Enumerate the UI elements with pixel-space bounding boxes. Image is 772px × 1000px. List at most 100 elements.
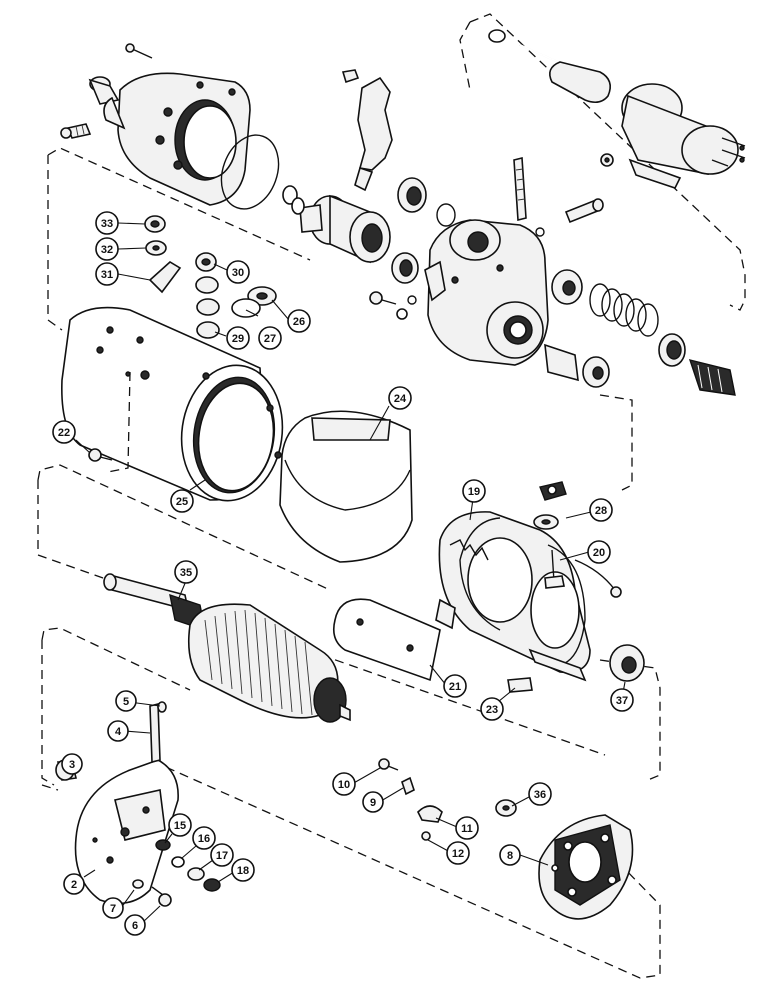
end-plate-fastener-15 <box>155 839 171 851</box>
callout-8: 8 <box>499 844 521 866</box>
frame-screw <box>88 448 113 462</box>
callout-2-label: 2 <box>71 879 77 891</box>
collar-washer <box>391 252 419 284</box>
terminal-stud-nut <box>539 481 567 501</box>
end-plate-screw <box>151 886 172 907</box>
callout-6: 6 <box>124 914 146 936</box>
callout-6-label: 6 <box>132 920 138 932</box>
callout-7-label: 7 <box>110 903 116 915</box>
callout-15-label: 15 <box>174 820 186 832</box>
insulator-washer-b <box>196 298 220 316</box>
callout-9-label: 9 <box>370 797 376 809</box>
terminal-insulator <box>195 252 217 272</box>
callout-8-label: 8 <box>507 850 513 862</box>
brush-washer <box>495 799 517 817</box>
end-frame-group-boundary <box>41 627 661 979</box>
callout-29: 29 <box>226 326 250 350</box>
callout-27-label: 27 <box>264 333 276 345</box>
callout-4-label: 4 <box>115 726 122 738</box>
end-plate-washer-16 <box>171 856 185 868</box>
callout-15: 15 <box>168 813 192 837</box>
plunger-pin <box>564 198 604 224</box>
callout-26-label: 26 <box>293 316 305 328</box>
spring-seat-washer <box>551 269 583 305</box>
callout-20-label: 20 <box>593 547 605 559</box>
callout-21-label: 21 <box>449 681 461 693</box>
brush-clip <box>401 776 415 796</box>
callout-19-label: 19 <box>468 486 480 498</box>
callouts: 2 3 4 5 6 7 8 9 10 11 12 15 16 17 18 19 … <box>52 211 634 936</box>
terminal-washer <box>145 240 167 256</box>
insulator-washer-a <box>195 276 219 294</box>
compression-spring <box>589 283 659 337</box>
callout-31: 31 <box>95 262 119 286</box>
collar-ring <box>436 203 456 227</box>
callout-32-label: 32 <box>101 244 113 256</box>
armature <box>103 573 351 723</box>
housing-washer-a <box>407 295 417 305</box>
callout-35-label: 35 <box>180 567 192 579</box>
callout-5-label: 5 <box>123 696 129 708</box>
callout-12: 12 <box>446 841 470 865</box>
field-frame <box>61 306 284 502</box>
callout-24-label: 24 <box>394 393 407 405</box>
callout-3-label: 3 <box>69 759 75 771</box>
small-screw <box>60 123 92 139</box>
callout-25-label: 25 <box>176 496 188 508</box>
terminal-nut <box>144 215 166 233</box>
brush-screw-small <box>421 831 431 841</box>
callout-29-label: 29 <box>232 333 244 345</box>
drive-housing <box>103 72 251 206</box>
solenoid-group-boundary <box>459 13 746 311</box>
end-plate <box>74 759 179 905</box>
sleeve <box>544 343 579 382</box>
ring-bushing <box>609 644 645 682</box>
solenoid-group <box>488 29 746 189</box>
callout-30-label: 30 <box>232 267 244 279</box>
end-plate-washer-17 <box>187 867 205 881</box>
field-frame-group-boundary <box>47 147 633 491</box>
drive-collar <box>397 177 427 213</box>
spring-assembly <box>544 269 736 396</box>
callout-28-label: 28 <box>595 505 607 517</box>
callout-19: 19 <box>462 479 486 503</box>
callout-37-label: 37 <box>616 695 628 707</box>
drive-pinion <box>299 194 391 264</box>
callout-36: 36 <box>528 782 552 806</box>
small-ring-b <box>535 227 545 237</box>
callout-25: 25 <box>170 489 194 513</box>
housing-bolt <box>125 43 153 59</box>
terminal-washer-large <box>231 298 261 318</box>
solenoid-body <box>621 83 746 189</box>
solenoid-plunger <box>549 61 611 104</box>
callout-33: 33 <box>95 211 119 235</box>
center-housing <box>424 219 549 366</box>
callout-23-label: 23 <box>486 704 498 716</box>
callout-20: 20 <box>587 540 611 564</box>
callout-3: 3 <box>61 753 83 775</box>
callout-27: 27 <box>258 326 282 350</box>
callout-26: 26 <box>287 309 311 333</box>
end-plate-nut-18 <box>203 878 221 892</box>
terminal-strap <box>148 261 182 294</box>
callout-16-label: 16 <box>198 833 210 845</box>
terminal-stud-washer <box>533 514 559 530</box>
plunger-rod <box>519 44 566 66</box>
housing-washer-b <box>396 308 408 320</box>
frame-screw-path <box>107 371 131 473</box>
callout-2: 2 <box>63 873 85 895</box>
callout-36-label: 36 <box>534 789 546 801</box>
callout-22: 22 <box>52 420 76 444</box>
drive-housing-group <box>60 43 280 210</box>
callout-11-label: 11 <box>461 823 473 835</box>
brush-screw <box>378 758 399 771</box>
sleeve-washer <box>582 356 610 388</box>
callout-24: 24 <box>388 386 412 410</box>
insulator-washer-c <box>196 321 220 339</box>
callout-33-label: 33 <box>101 218 113 230</box>
shift-lever <box>357 76 393 171</box>
callout-12-label: 12 <box>452 848 464 860</box>
callout-21: 21 <box>443 674 467 698</box>
insulator-band <box>279 410 413 563</box>
